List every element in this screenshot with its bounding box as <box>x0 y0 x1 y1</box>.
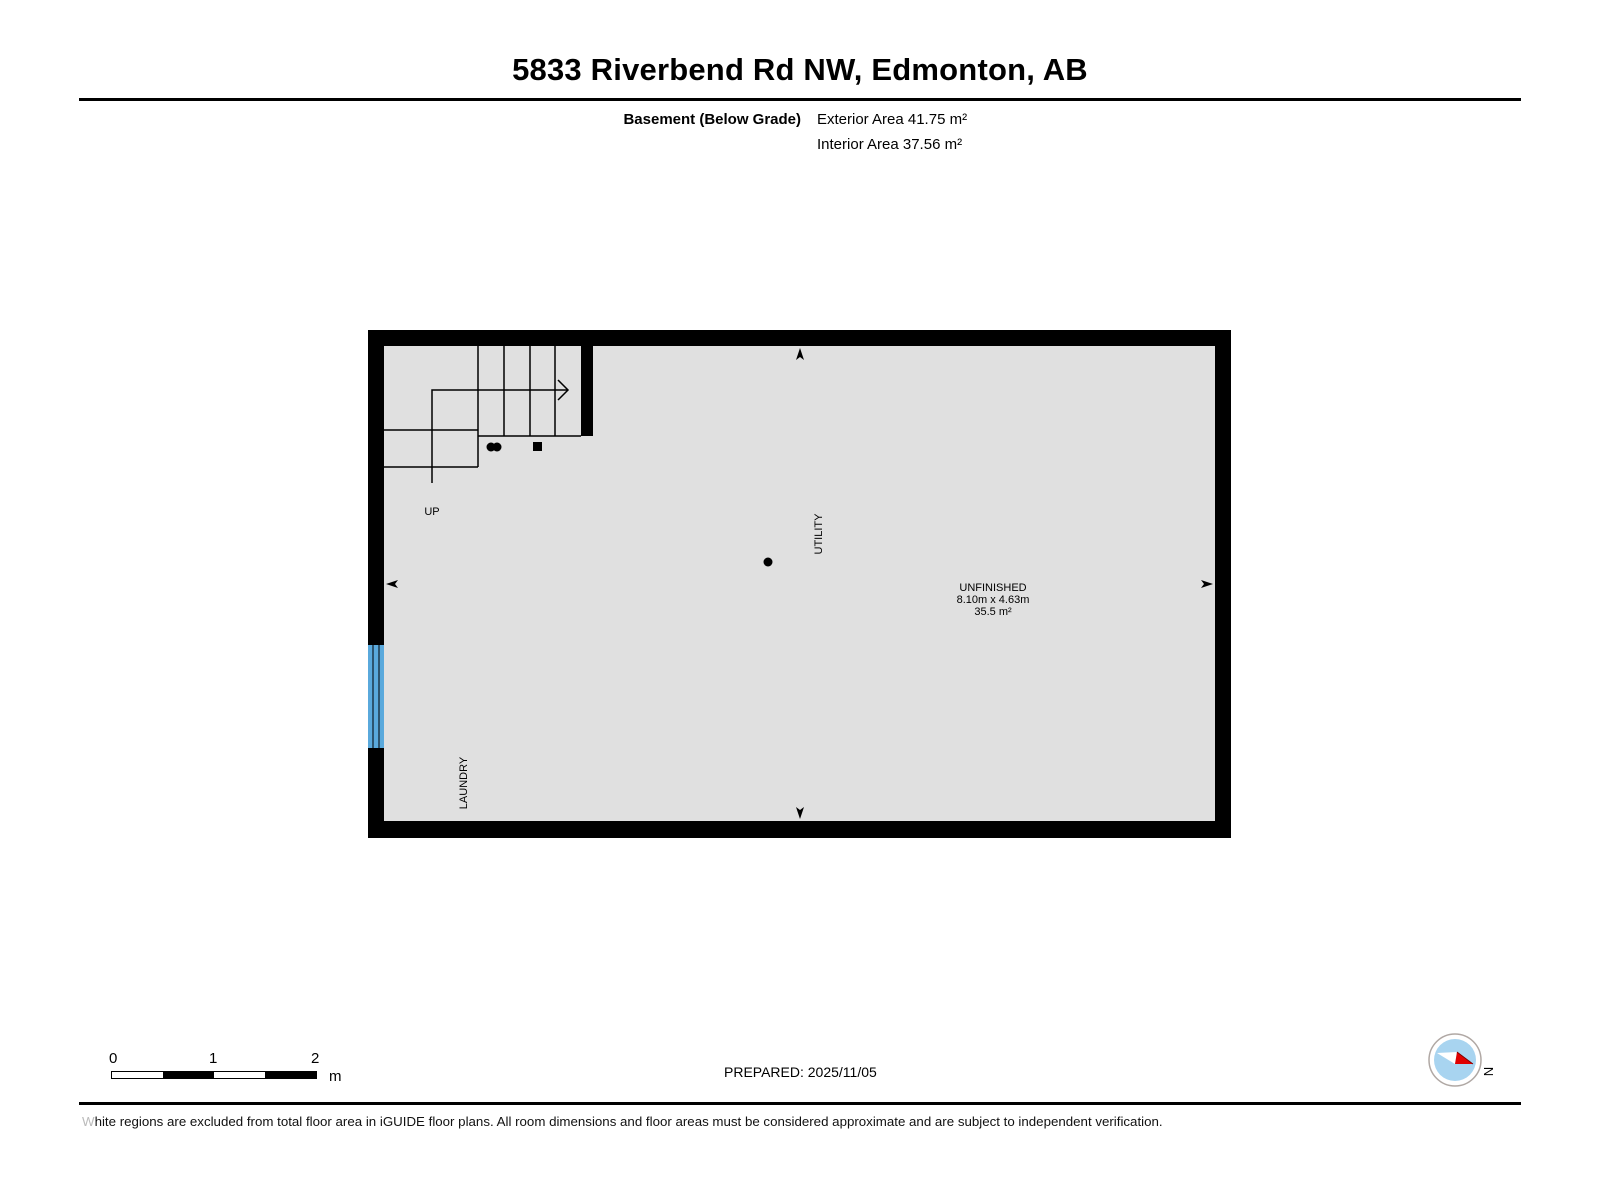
arrow-down-icon <box>796 807 804 819</box>
exterior-area: Exterior Area 41.75 m² <box>817 111 968 128</box>
scale-tick-1: 1 <box>209 1050 218 1067</box>
footer-divider <box>79 1102 1521 1105</box>
floor-drain-icon <box>763 557 773 567</box>
room-unfinished: UNFINISHED 8.10m x 4.63m 35.5 m² <box>957 582 1030 618</box>
drain-fixture-icon <box>533 442 542 451</box>
compass-icon <box>1428 1033 1482 1087</box>
page-title: 5833 Riverbend Rd NW, Edmonton, AB <box>512 52 1088 87</box>
level-name: Basement (Below Grade) <box>623 111 801 128</box>
arrow-left-icon <box>386 580 398 588</box>
room-name: UNFINISHED <box>959 582 1027 594</box>
stairs-up-label: UP <box>424 506 440 518</box>
scale-tick-2: 2 <box>311 1050 320 1067</box>
arrow-right-icon <box>1201 580 1213 588</box>
scale-unit: m <box>329 1068 342 1085</box>
staircase <box>384 346 581 483</box>
floor-area <box>384 346 1215 821</box>
arrow-up-icon <box>796 348 804 360</box>
scale-bar <box>111 1071 317 1079</box>
laundry-label: LAUNDRY <box>458 756 470 810</box>
room-dimensions: 8.10m x 4.63m <box>956 594 1030 606</box>
header-divider <box>79 98 1521 101</box>
disclaimer: White regions are excluded from total fl… <box>82 1114 1163 1129</box>
dimension-arrows <box>386 348 1213 819</box>
compass-north-label: N <box>1481 1066 1497 1077</box>
window <box>368 645 384 748</box>
pipe-fixture-icon <box>492 442 502 452</box>
prepared-date: PREPARED: 2025/11/05 <box>724 1064 877 1080</box>
fixtures <box>486 442 773 567</box>
stair-wall <box>581 346 593 436</box>
room-area: 35.5 m² <box>974 606 1012 618</box>
scale-tick-0: 0 <box>109 1050 118 1067</box>
utility-label: UTILITY <box>813 513 825 555</box>
interior-area: Interior Area 37.56 m² <box>817 136 963 153</box>
